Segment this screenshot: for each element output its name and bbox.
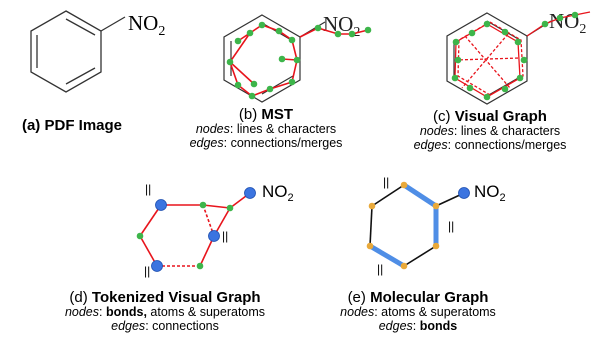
panel-d-double-mark-3: || bbox=[144, 264, 150, 278]
panel-d-bond-nodes bbox=[151, 187, 256, 272]
panel-e-superatom-node bbox=[458, 187, 470, 199]
panel-d-title: (d) Tokenized Visual Graph bbox=[69, 289, 261, 306]
panel-d-formula: NO2 bbox=[262, 182, 294, 204]
panel-b-nodes-line: nodes: lines & characters bbox=[195, 122, 337, 136]
panel-e-molecular-graph bbox=[368, 182, 463, 269]
panel-a-molecule bbox=[30, 10, 126, 93]
panel-a-title: (a) PDF Image bbox=[21, 117, 123, 134]
panel-c-visual-nodes bbox=[451, 11, 579, 101]
inner-bond-2 bbox=[261, 75, 294, 95]
panel-b-mst-nodes bbox=[226, 21, 372, 100]
panel-a-caption: (a) PDF Image bbox=[2, 118, 142, 133]
panel-d-double-mark-2: || bbox=[222, 229, 228, 243]
panel-d-double-mark-1: || bbox=[145, 182, 151, 196]
panel-c-edges-line: edges: connections/merges bbox=[413, 138, 567, 152]
panel-e-atom-nodes bbox=[366, 181, 440, 270]
panel-b-edges-line: edges: connections/merges bbox=[189, 136, 343, 150]
panel-b-caption: (b) MST nodes: lines & characters edges:… bbox=[166, 107, 366, 150]
panel-e-double-mark-1: || bbox=[383, 175, 389, 189]
inner-bond-1 bbox=[65, 18, 96, 36]
panel-e-double-mark-3: || bbox=[377, 262, 383, 276]
inner-bond-2 bbox=[65, 67, 96, 85]
panel-a-formula: NO2 bbox=[128, 11, 165, 39]
panel-e-caption: (e) Molecular Graph nodes: atoms & super… bbox=[318, 290, 518, 333]
panel-e-double-mark-2: || bbox=[448, 219, 454, 233]
benzene-ring bbox=[30, 10, 102, 93]
panel-d-edges-line: edges: connections bbox=[111, 319, 219, 333]
panel-d-caption: (d) Tokenized Visual Graph nodes: bonds,… bbox=[40, 290, 290, 333]
panel-b-title: (b) MST bbox=[238, 106, 294, 123]
panel-e-title: (e) Molecular Graph bbox=[347, 289, 489, 306]
panel-b-molecule bbox=[223, 14, 326, 103]
panel-d-atom-nodes bbox=[136, 201, 234, 270]
panel-e-formula: NO2 bbox=[474, 182, 506, 204]
panel-e-nodes-line: nodes: atoms & superatoms bbox=[340, 305, 496, 319]
panel-e-edges-line: edges: bonds bbox=[378, 319, 458, 333]
panel-c-caption: (c) Visual Graph nodes: lines & characte… bbox=[390, 109, 590, 152]
panel-c-nodes-line: nodes: lines & characters bbox=[419, 124, 561, 138]
substituent-bond bbox=[100, 16, 126, 32]
panel-d-nodes-line: nodes: bonds, atoms & superatoms bbox=[64, 305, 266, 319]
panel-c-title: (c) Visual Graph bbox=[433, 108, 547, 125]
